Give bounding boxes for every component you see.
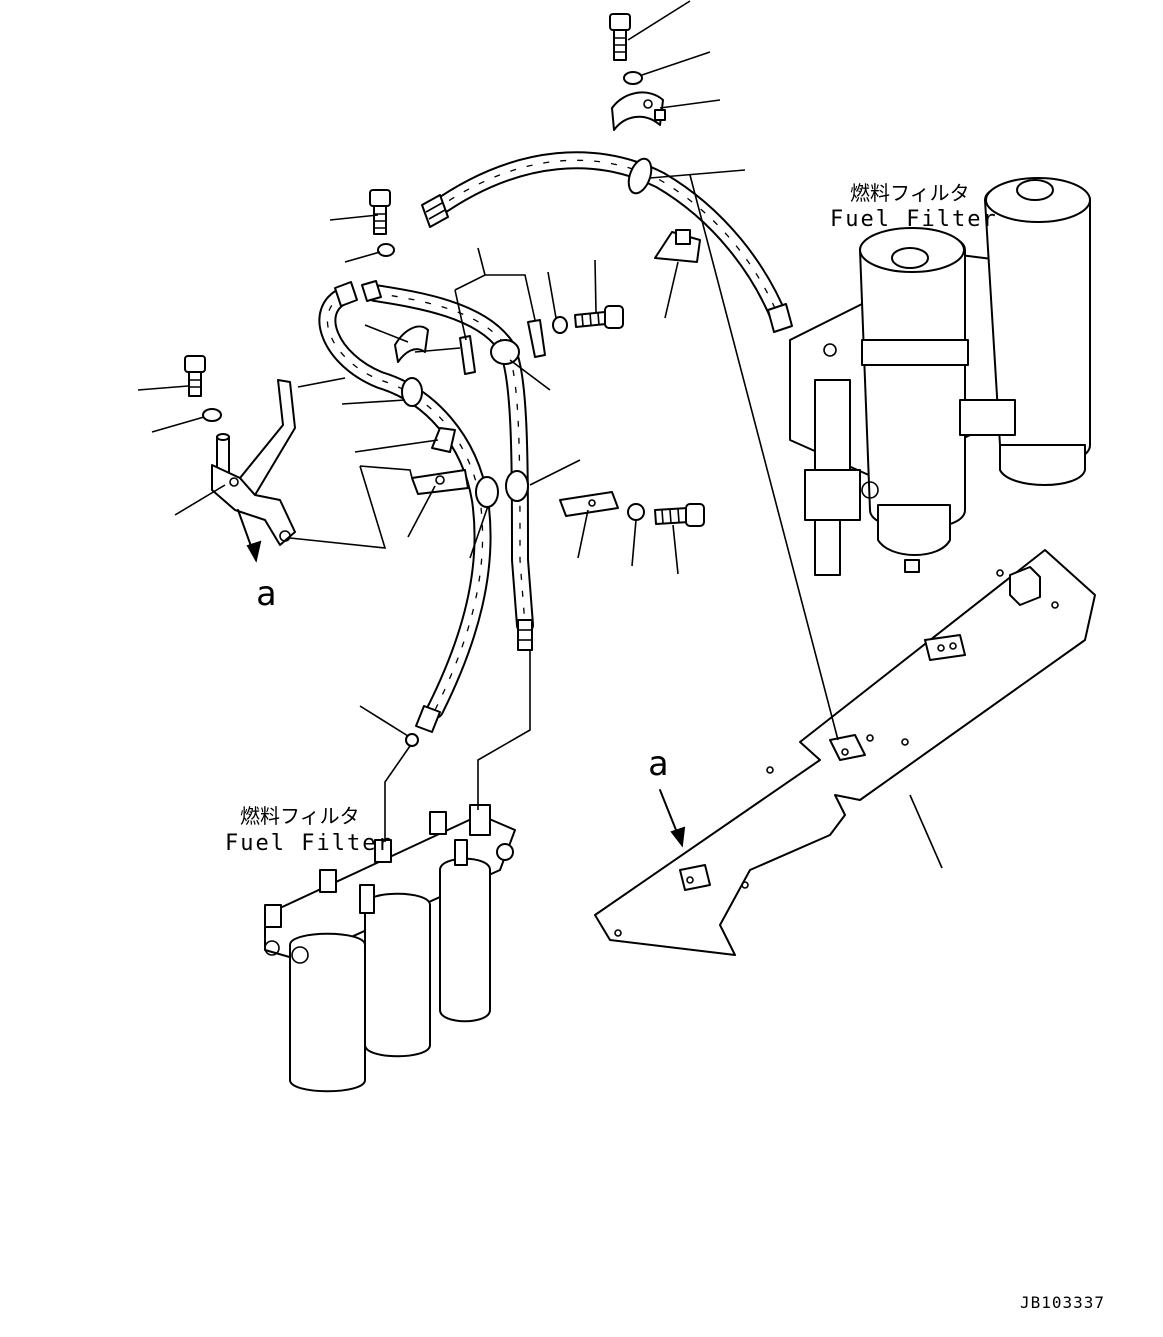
clamp-bracket-center <box>527 319 546 358</box>
fuel-filter-lower-en-label: Fuel Filter <box>225 831 393 856</box>
clamp-upper-right <box>654 229 701 263</box>
bracket-left <box>211 379 296 546</box>
grommet-lower-left <box>475 476 499 508</box>
fuel-hose-upper <box>426 151 789 329</box>
o-ring <box>405 733 419 747</box>
fuel-hose-left-loop <box>318 286 492 719</box>
fuel-filter-lower-jp-label: 燃料フィルタ <box>240 804 360 828</box>
bolt-center <box>574 305 624 329</box>
drawing-id: JB103337 <box>1020 1293 1105 1312</box>
clamp-plate-right <box>559 491 619 517</box>
grommet-middle <box>490 339 520 365</box>
bolt-left <box>184 355 206 397</box>
washer-left <box>202 408 222 422</box>
washer-top <box>623 71 643 85</box>
washer-mid-left <box>377 243 395 257</box>
view-a-label-right: a <box>648 744 668 784</box>
clamp-top <box>611 91 666 131</box>
view-a-arrow-left <box>237 509 262 563</box>
grommet-lower-right <box>505 470 529 502</box>
fuel-filter-upper-en-label: Fuel Filter <box>830 207 998 232</box>
nut-center <box>552 316 568 334</box>
view-a-label-left: a <box>256 574 276 614</box>
fuel-filter-assembly-lower <box>264 804 516 1093</box>
floor-plate <box>594 549 1096 956</box>
view-a-arrow-right <box>659 789 686 848</box>
fuel-filter-assembly-upper <box>789 177 1091 576</box>
clamp-left-upper <box>431 427 456 453</box>
clamp-mid-left <box>394 325 429 363</box>
grommet-left <box>401 377 423 407</box>
hose-fitting-upper-right <box>767 303 793 333</box>
bolt-mid-left <box>369 189 391 235</box>
fuel-filter-upper-jp-label: 燃料フィルタ <box>850 181 970 205</box>
grommet-upper <box>627 157 653 195</box>
hose-fitting-left <box>334 280 382 307</box>
bolt-top <box>609 13 631 61</box>
washer-right <box>627 503 645 521</box>
hose-fitting-lower <box>415 619 533 733</box>
hose-fitting-upper-left <box>421 194 449 228</box>
leader-lines <box>137 0 943 869</box>
bolt-right <box>654 503 705 527</box>
clamp-left-lower <box>411 469 469 495</box>
clamp-small-a <box>459 335 476 375</box>
